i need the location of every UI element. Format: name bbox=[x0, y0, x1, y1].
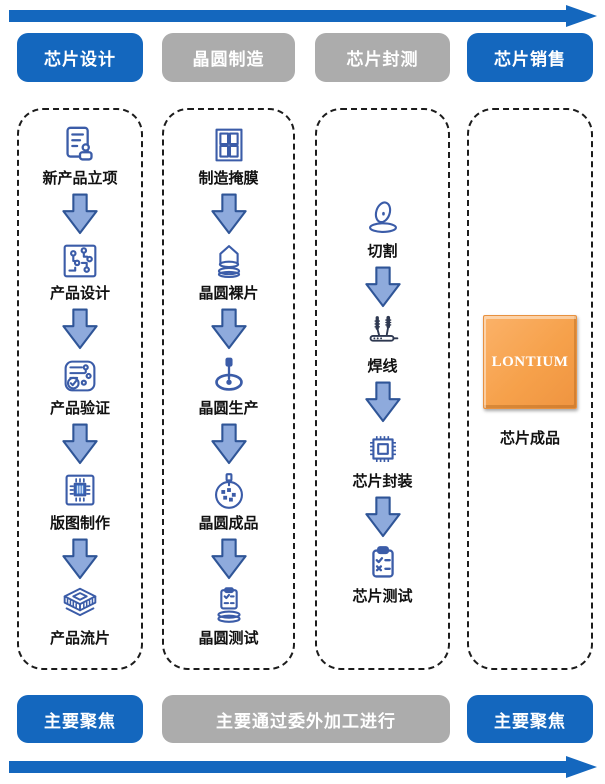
step-label: 制造掩膜 bbox=[198, 171, 259, 187]
down-arrow-icon bbox=[364, 266, 402, 308]
saw-disc-icon bbox=[360, 196, 406, 242]
wire-bond-icon bbox=[360, 311, 406, 357]
right-arrow-icon bbox=[8, 5, 598, 27]
step-label: 晶圆裸片 bbox=[198, 286, 259, 302]
down-arrow-icon bbox=[61, 308, 99, 350]
footer-pill-outsourced: 主要通过委外加工进行 bbox=[162, 695, 450, 743]
step-label: 晶圆生产 bbox=[198, 401, 259, 417]
column-chip-sales: LONTIUM 芯片成品 bbox=[467, 108, 593, 670]
chip-test-icon bbox=[360, 541, 406, 587]
down-arrow-icon bbox=[210, 308, 248, 350]
wafer-ingot-icon bbox=[206, 238, 252, 284]
down-arrow-icon bbox=[364, 381, 402, 423]
down-arrow-icon bbox=[61, 193, 99, 235]
footer-label: 主要聚焦 bbox=[494, 711, 566, 731]
step-label: 产品流片 bbox=[49, 631, 110, 647]
wafer-production-icon bbox=[206, 353, 252, 399]
footer-pill-focus-right: 主要聚焦 bbox=[467, 695, 593, 743]
down-arrow-icon bbox=[61, 423, 99, 465]
header-label: 晶圆制造 bbox=[192, 50, 265, 69]
chip-3d-icon bbox=[57, 583, 103, 629]
header-pill-chip-sales: 芯片销售 bbox=[467, 33, 593, 82]
column-chip-packaging-testing: 切割 焊线 bbox=[315, 108, 450, 670]
step-label: 晶圆成品 bbox=[198, 516, 259, 532]
down-arrow-icon bbox=[210, 538, 248, 580]
brand-box: LONTIUM bbox=[483, 315, 577, 409]
circuit-verify-icon bbox=[57, 353, 103, 399]
step-label: 产品验证 bbox=[49, 401, 110, 417]
step-label: 芯片测试 bbox=[352, 589, 413, 605]
step-label: 焊线 bbox=[367, 359, 398, 375]
step-label: 新产品立项 bbox=[42, 171, 118, 187]
step-label: 切割 bbox=[367, 244, 398, 260]
step-label: 产品设计 bbox=[49, 286, 110, 302]
header-label: 芯片设计 bbox=[44, 50, 116, 69]
circuit-board-icon bbox=[57, 238, 103, 284]
header-pill-wafer-manufacturing: 晶圆制造 bbox=[162, 33, 295, 82]
header-label: 芯片封测 bbox=[346, 50, 419, 69]
chip-package-icon bbox=[360, 426, 406, 472]
wafer-finished-icon bbox=[206, 468, 252, 514]
column-wafer-manufacturing: 制造掩膜 晶圆裸片 晶圆生产 bbox=[162, 108, 295, 670]
footer-label: 主要聚焦 bbox=[44, 711, 116, 731]
step-label: 版图制作 bbox=[49, 516, 110, 532]
footer-pill-focus-left: 主要聚焦 bbox=[17, 695, 143, 743]
column-chip-design: 新产品立项 产品设计 bbox=[17, 108, 143, 670]
header-label: 芯片销售 bbox=[494, 50, 566, 69]
down-arrow-icon bbox=[210, 193, 248, 235]
right-arrow-icon bbox=[8, 756, 598, 778]
down-arrow-icon bbox=[61, 538, 99, 580]
down-arrow-icon bbox=[210, 423, 248, 465]
document-person-icon bbox=[57, 123, 103, 169]
mask-grid-icon bbox=[206, 123, 252, 169]
finished-chip-label: 芯片成品 bbox=[499, 431, 560, 447]
chip-layout-icon bbox=[57, 468, 103, 514]
wafer-test-icon bbox=[206, 583, 252, 629]
footer-label: 主要通过委外加工进行 bbox=[216, 711, 396, 731]
header-pill-chip-packaging-testing: 芯片封测 bbox=[315, 33, 450, 82]
down-arrow-icon bbox=[364, 496, 402, 538]
step-label: 芯片封装 bbox=[352, 474, 413, 490]
step-label: 晶圆测试 bbox=[198, 631, 259, 647]
header-pill-chip-design: 芯片设计 bbox=[17, 33, 143, 82]
brand-name: LONTIUM bbox=[491, 353, 569, 370]
